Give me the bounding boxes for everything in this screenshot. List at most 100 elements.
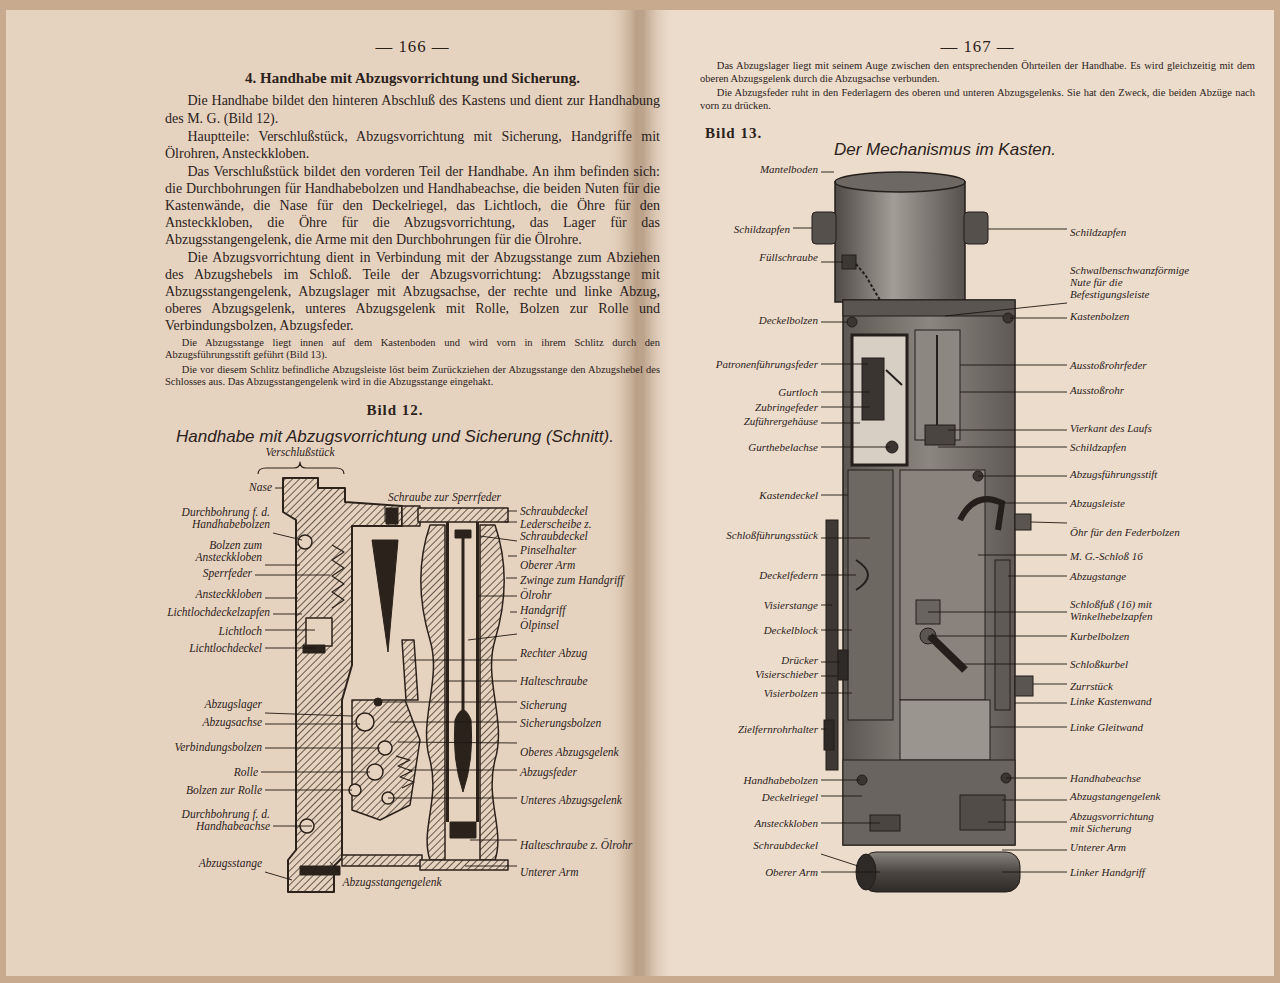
- leader-line: [265, 630, 315, 631]
- leader-line: [480, 536, 517, 541]
- leader-line: [265, 648, 315, 649]
- gun-box-illustration: [964, 212, 988, 244]
- part-label: Abzugsfeder: [520, 766, 577, 778]
- gun-box-illustration: [936, 335, 938, 435]
- paper: [638, 10, 1274, 976]
- part-label: Kurbelbolzen: [1070, 630, 1129, 642]
- leader-line: [821, 676, 838, 677]
- leader-line: [1008, 576, 1067, 577]
- leader-line: [385, 506, 386, 522]
- section-heading: 4. Handhabe mit Abzugsvorrichtung und Si…: [165, 69, 660, 88]
- part-label: Sicherung: [520, 699, 567, 711]
- body-paragraph: Die Abzugsvorrichtung dient in Verbindun…: [165, 249, 660, 334]
- part-label: Abzugsvorrichtung mit Sicherung: [1070, 810, 1170, 834]
- part-label: Gurtloch: [778, 386, 818, 398]
- part-label: Schildzapfen: [1070, 226, 1126, 238]
- leader-line: [1015, 703, 1067, 704]
- leader-line: [255, 575, 330, 576]
- part-label: Ausstoßrohr: [1070, 384, 1124, 396]
- gun-box-illustration: [900, 700, 990, 760]
- leader-line: [821, 872, 880, 873]
- gun-box-illustration: [995, 560, 1010, 710]
- handle-section-drawing: [418, 508, 508, 522]
- part-label: Lichtlochdeckel: [189, 642, 262, 654]
- leader-line: [821, 693, 852, 694]
- part-label: Ölpinsel: [520, 619, 559, 631]
- leader-line: [1033, 684, 1067, 685]
- figure-number: Bild 13.: [705, 124, 762, 142]
- leader-line: [1002, 800, 1067, 801]
- gun-box-illustration: [960, 795, 1005, 830]
- leader-line: [821, 729, 826, 730]
- part-label: Visierschieber: [755, 668, 818, 680]
- gun-box-illustration: [838, 650, 848, 680]
- leader-line: [821, 423, 860, 424]
- gun-box-illustration: [930, 636, 965, 670]
- part-label: Vierkant des Laufs: [1070, 422, 1152, 434]
- leader-line: [378, 702, 517, 703]
- paper: [605, 10, 675, 976]
- body-paragraph: Das Verschlußstück bildet den vorderen T…: [165, 163, 660, 248]
- handle-section-drawing: [300, 866, 340, 875]
- part-label: Handhabebolzen: [743, 774, 818, 786]
- gun-box-illustration: [915, 330, 960, 440]
- part-label: Ausstoßrohrfeder: [1070, 359, 1147, 371]
- gun-box-illustration: [862, 852, 1020, 892]
- part-label: Deckelriegel: [762, 791, 818, 803]
- part-label: Rechter Abzug: [520, 647, 587, 659]
- part-label: Deckelblock: [764, 624, 818, 636]
- part-label: Abzugsachse: [203, 716, 262, 728]
- part-label: Handgriff: [520, 604, 565, 616]
- part-label: Abzugsstange: [199, 857, 262, 869]
- gun-box-illustration: [835, 182, 965, 302]
- part-label: Bolzen zur Rolle: [186, 784, 262, 796]
- gun-box-illustration: [843, 300, 1015, 316]
- part-label: Abzugstange: [1070, 570, 1126, 582]
- handle-section-drawing: [372, 540, 398, 652]
- handle-section-drawing: [342, 855, 422, 866]
- leader-line: [821, 172, 834, 173]
- leader-line: [1002, 503, 1067, 504]
- handle-section-drawing: [402, 640, 418, 700]
- leader-line: [978, 555, 1067, 556]
- leader-line: [928, 612, 1067, 613]
- leader-line: [821, 538, 870, 539]
- part-label: Patronenführungsfeder: [716, 358, 818, 370]
- leader-line: [398, 742, 517, 743]
- body-paragraph: Die Handhabe bildet den hinteren Abschlu…: [165, 92, 660, 126]
- handle-section-drawing: [421, 525, 445, 860]
- part-label: Oberes Abzugsgelenk: [520, 746, 619, 758]
- part-label: Handhabeachse: [1070, 772, 1141, 784]
- leader-line: [821, 575, 856, 576]
- part-label: Schloßführungsstück: [726, 529, 818, 541]
- leader-line: [821, 262, 843, 263]
- leader-line: [962, 664, 1067, 665]
- leader-line: [265, 748, 380, 749]
- part-label: Gurthebelachse: [748, 441, 818, 453]
- part-label: Visierbolzen: [764, 687, 818, 699]
- part-label: Zwinge zum Handgriff: [520, 574, 624, 586]
- gun-box-illustration: [824, 720, 834, 750]
- part-label: Sicherungsbolzen: [520, 717, 601, 729]
- handle-section-drawing: [420, 860, 508, 870]
- leader-line: [990, 727, 1067, 728]
- gun-box-illustration: [886, 370, 902, 385]
- part-label: Bolzen zum Ansteckkloben: [172, 539, 262, 563]
- handle-section-drawing: [455, 530, 471, 538]
- part-label: Füllschraube: [759, 251, 818, 263]
- part-label: Schloßfuß (16) mit Winkelhebelzapfen: [1070, 598, 1182, 622]
- gun-box-illustration: [835, 172, 965, 192]
- part-label: Mantelboden: [760, 163, 818, 175]
- handle-section-drawing: [352, 700, 420, 820]
- page-number: — 167 —: [700, 36, 1255, 58]
- leader-line: [508, 511, 517, 512]
- leader-line: [821, 823, 880, 824]
- leader-line: [938, 447, 1067, 448]
- handle-section-drawing: [298, 535, 312, 549]
- leader-line: [261, 772, 370, 773]
- part-label: Drücker: [781, 654, 818, 666]
- part-label: Verschlußstück: [266, 446, 335, 458]
- handle-section-drawing: [446, 522, 449, 822]
